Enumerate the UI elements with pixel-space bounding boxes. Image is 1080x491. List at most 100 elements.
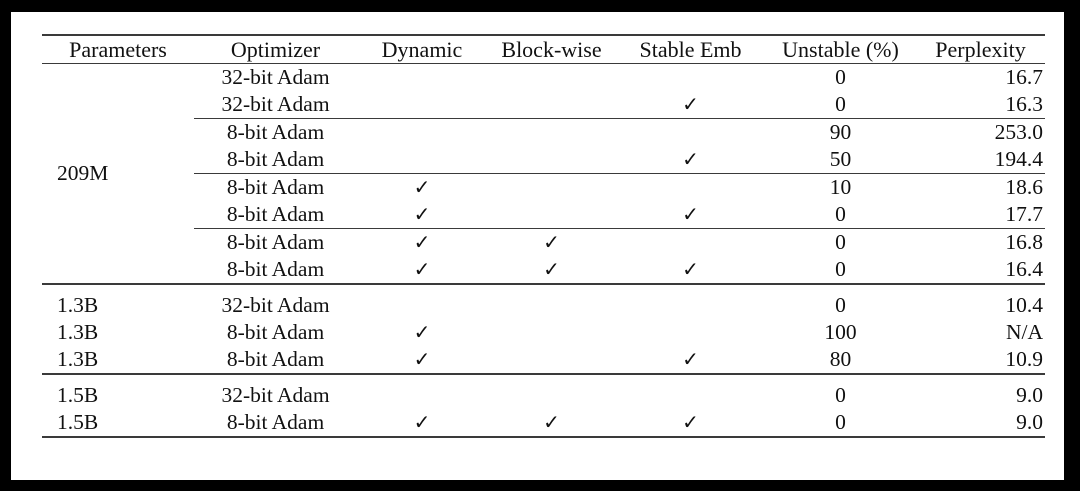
rule-segment: [487, 283, 616, 292]
table-row: 1.5B 32-bit Adam 0 9.0: [42, 382, 1045, 409]
cell-perplexity: 16.3: [1005, 91, 1043, 116]
cell-dynamic-check: ✓: [413, 348, 431, 371]
cell-perplexity: 194.4: [994, 146, 1043, 171]
cell-stable-emb-check: [616, 319, 765, 346]
cell-parameters: 209M: [57, 160, 109, 185]
cell-dynamic-check: ✓: [413, 411, 431, 434]
cell-dynamic-check: [357, 382, 487, 409]
cell-dynamic-check: [357, 64, 487, 92]
table-section-rule: [42, 373, 1045, 382]
cell-optimizer: 8-bit Adam: [226, 256, 325, 281]
cell-block-wise-check: [487, 146, 616, 174]
column-header-parameters: Parameters: [42, 34, 194, 64]
rule-segment: [194, 283, 357, 292]
cell-parameters: 1.5B: [57, 382, 99, 407]
rule-segment: [487, 373, 616, 382]
cell-block-wise-check: [487, 292, 616, 319]
cell-perplexity: 10.4: [1005, 292, 1043, 317]
cell-stable-emb-check: [616, 228, 765, 256]
cell-parameters: 1.5B: [57, 409, 99, 434]
cell-perplexity: 9.0: [1016, 409, 1043, 434]
cell-perplexity: 18.6: [916, 173, 1045, 201]
results-table: Parameters Optimizer Dynamic Block-wise …: [42, 34, 1045, 445]
cell-unstable-pct: 0: [835, 91, 846, 116]
cell-perplexity: 16.7: [1005, 64, 1043, 89]
cell-unstable-pct: 0: [835, 64, 846, 89]
rule-segment: [916, 283, 1045, 292]
cell-perplexity: 10.9: [1005, 346, 1043, 371]
rule-segment: [616, 373, 765, 382]
cell-unstable-pct: 90: [765, 118, 916, 146]
table-row: 32-bit Adam ✓ 0 16.3: [42, 91, 1045, 119]
cell-optimizer: 8-bit Adam: [226, 146, 325, 171]
rule-segment: [765, 436, 916, 445]
results-table-container: Parameters Optimizer Dynamic Block-wise …: [42, 34, 1045, 445]
cell-perplexity: N/A: [1005, 319, 1043, 344]
cell-block-wise-check: ✓: [543, 258, 560, 281]
rule-segment: [42, 436, 194, 445]
cell-optimizer: 32-bit Adam: [221, 91, 330, 116]
rule-segment: [357, 283, 487, 292]
cell-stable-emb-check: ✓: [682, 93, 699, 116]
column-header-dynamic: Dynamic: [357, 34, 487, 64]
cell-stable-emb-check: ✓: [682, 148, 699, 171]
cell-block-wise-check: [487, 118, 616, 146]
table-bottom-rule: [42, 436, 1045, 445]
column-header-optimizer: Optimizer: [194, 34, 357, 64]
cell-stable-emb-check: [616, 382, 765, 409]
cell-unstable-pct: 80: [829, 346, 852, 371]
cell-dynamic-check: [357, 146, 487, 174]
cell-optimizer: 8-bit Adam: [226, 201, 325, 226]
cell-stable-emb-check: ✓: [682, 348, 699, 371]
rule-segment: [616, 283, 765, 292]
cell-dynamic-check: ✓: [413, 321, 431, 344]
rule-segment: [194, 373, 357, 382]
cell-unstable-pct: 0: [765, 228, 916, 256]
table-row: 8-bit Adam ✓ 50 194.4: [42, 146, 1045, 174]
cell-block-wise-check: [487, 382, 616, 409]
column-header-unstable-pct: Unstable (%): [765, 34, 916, 64]
cell-block-wise-check: ✓: [487, 228, 616, 256]
cell-optimizer: 32-bit Adam: [221, 382, 330, 407]
cell-dynamic-check: [357, 292, 487, 319]
cell-optimizer: 8-bit Adam: [194, 118, 357, 146]
cell-block-wise-check: [487, 319, 616, 346]
rule-segment: [42, 373, 194, 382]
cell-optimizer: 8-bit Adam: [194, 228, 357, 256]
rule-segment: [765, 283, 916, 292]
rule-segment: [194, 436, 357, 445]
cell-block-wise-check: [487, 91, 616, 119]
rule-segment: [487, 436, 616, 445]
cell-optimizer: 32-bit Adam: [221, 292, 330, 317]
cell-unstable-pct: 0: [835, 201, 846, 226]
cell-block-wise-check: [487, 173, 616, 201]
cell-dynamic-check: ✓: [413, 203, 431, 226]
cell-perplexity: 9.0: [1016, 382, 1043, 407]
cell-stable-emb-check: ✓: [682, 411, 699, 434]
cell-stable-emb-check: ✓: [682, 203, 699, 226]
cell-perplexity: 16.4: [1005, 256, 1043, 281]
cell-unstable-pct: 0: [835, 382, 846, 407]
cell-unstable-pct: 10: [765, 173, 916, 201]
column-header-perplexity: Perplexity: [916, 34, 1045, 64]
cell-stable-emb-check: [616, 173, 765, 201]
cell-dynamic-check: ✓: [413, 258, 431, 281]
cell-stable-emb-check: ✓: [682, 258, 699, 281]
cell-block-wise-check: [487, 346, 616, 374]
cell-optimizer: 8-bit Adam: [226, 319, 325, 344]
cell-unstable-pct: 0: [835, 409, 846, 434]
cell-dynamic-check: [357, 118, 487, 146]
cell-unstable-pct: 50: [829, 146, 852, 171]
rule-segment: [357, 436, 487, 445]
document-page: Parameters Optimizer Dynamic Block-wise …: [11, 12, 1064, 480]
rule-segment: [916, 436, 1045, 445]
